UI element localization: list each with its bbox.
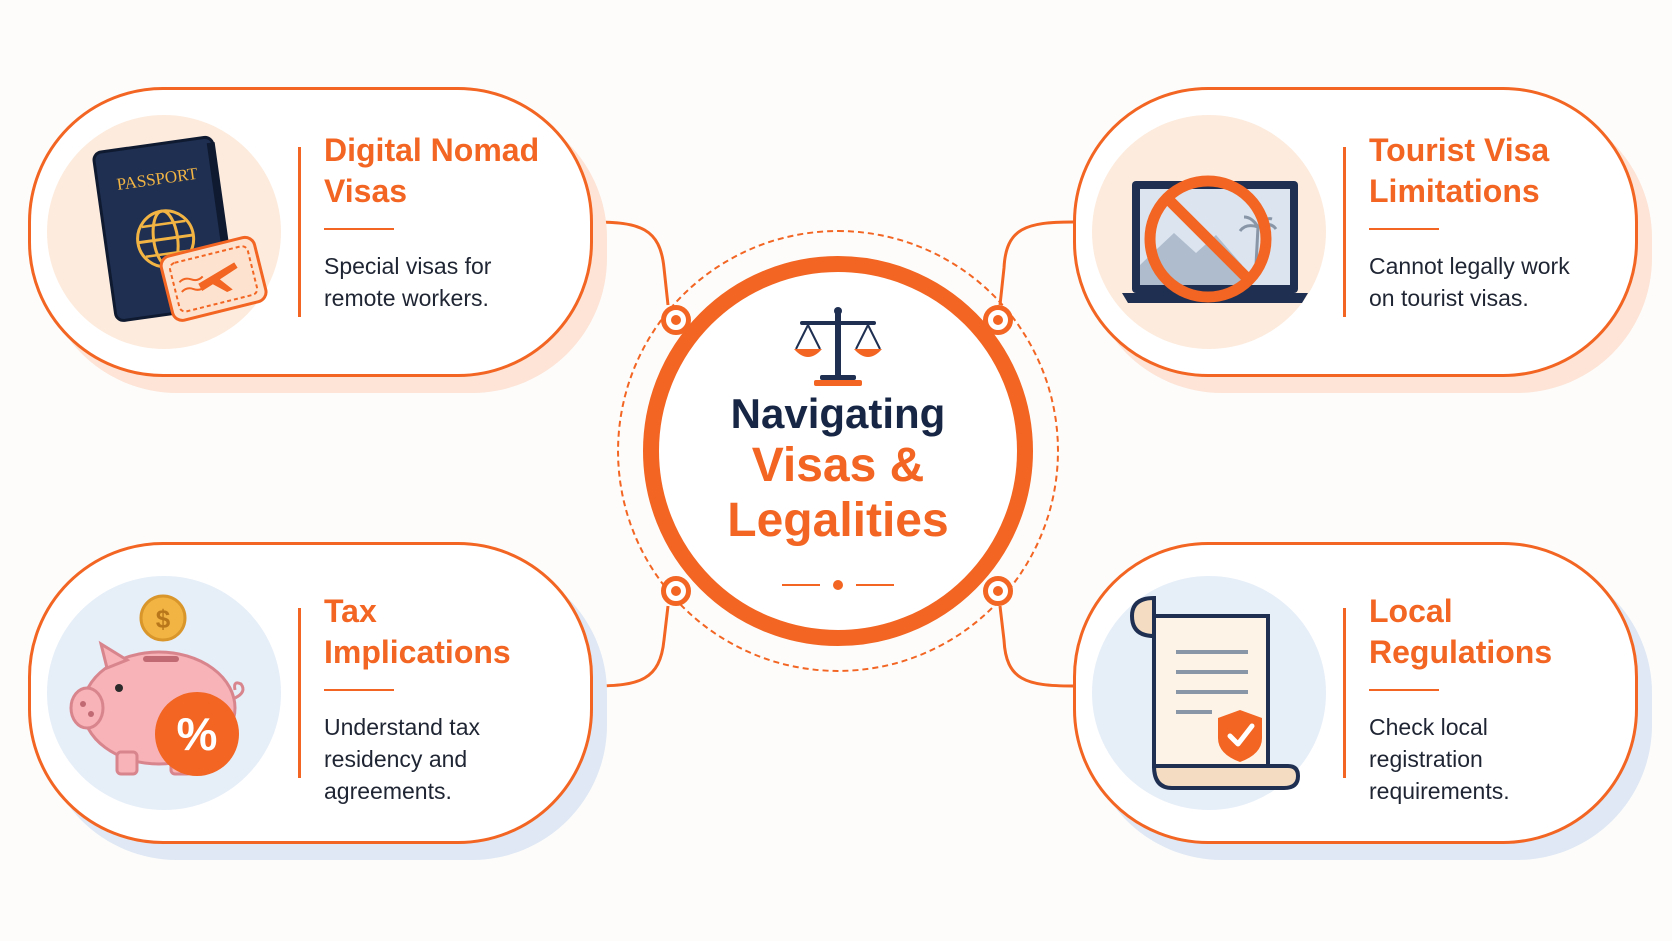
- connector-node-top-right: [983, 305, 1013, 335]
- card-local-regulations: Local Regulations Check local registrati…: [1073, 542, 1638, 844]
- piggy-bank-icon: $ %: [69, 594, 245, 776]
- card-text: Local Regulations Check local registrati…: [1369, 591, 1619, 807]
- hub-dashed-ring: [617, 230, 1059, 672]
- card-description: Cannot legally work on tourist visas.: [1369, 253, 1570, 311]
- connector-top-left: [592, 220, 670, 306]
- title-rule: [324, 689, 394, 691]
- icon-circle: [1092, 115, 1326, 349]
- card-description: Special visas for remote workers.: [324, 253, 492, 311]
- card-digital-nomad-visas: PASSPORT Digital Nomad Visas Special vis…: [28, 87, 593, 377]
- connector-bottom-right: [998, 605, 1074, 688]
- card-text: Tourist Visa Limitations Cannot legally …: [1369, 130, 1619, 314]
- card-title: Tourist Visa Limitations: [1369, 132, 1550, 209]
- card-text: Tax Implications Understand tax residenc…: [324, 591, 574, 807]
- svg-text:%: %: [177, 708, 218, 760]
- title-rule: [1369, 228, 1439, 230]
- passport-icon: PASSPORT: [92, 135, 268, 322]
- card-title: Local Regulations: [1369, 593, 1553, 670]
- card-divider: [1343, 608, 1346, 778]
- hub-title: Navigating Visas & Legalities: [663, 390, 1013, 548]
- no-work-laptop-icon: [1122, 175, 1308, 303]
- card-description: Check local registration requirements.: [1369, 714, 1510, 804]
- connector-bottom-left: [592, 605, 670, 688]
- card-title: Digital Nomad Visas: [324, 132, 540, 209]
- svg-text:$: $: [156, 604, 171, 634]
- hub-title-line-1: Navigating: [730, 390, 946, 437]
- connector-node-top-left: [661, 305, 691, 335]
- card-text: Digital Nomad Visas Special visas for re…: [324, 130, 574, 314]
- connector-top-right: [998, 220, 1074, 306]
- card-divider: [298, 147, 301, 317]
- title-rule: [1369, 689, 1439, 691]
- scales-of-justice-icon: [794, 307, 882, 386]
- connector-node-bottom-right: [983, 576, 1013, 606]
- card-tax-implications: $ % Tax Implications Understand tax resi…: [28, 542, 593, 844]
- hub-title-line-3: Legalities: [727, 494, 949, 547]
- title-rule: [324, 228, 394, 230]
- card-divider: [1343, 147, 1346, 317]
- icon-circle: $ %: [47, 576, 281, 810]
- card-divider: [298, 608, 301, 778]
- icon-circle: PASSPORT: [47, 115, 281, 349]
- card-title: Tax Implications: [324, 593, 511, 670]
- connector-node-bottom-left: [661, 576, 691, 606]
- card-description: Understand tax residency and agreements.: [324, 714, 480, 804]
- card-tourist-visa-limitations: Tourist Visa Limitations Cannot legally …: [1073, 87, 1638, 377]
- hub-title-line-2: Visas &: [751, 439, 925, 492]
- hub-decorative-divider: [782, 580, 894, 590]
- document-scroll-icon: [1129, 595, 1301, 790]
- icon-circle: [1092, 576, 1326, 810]
